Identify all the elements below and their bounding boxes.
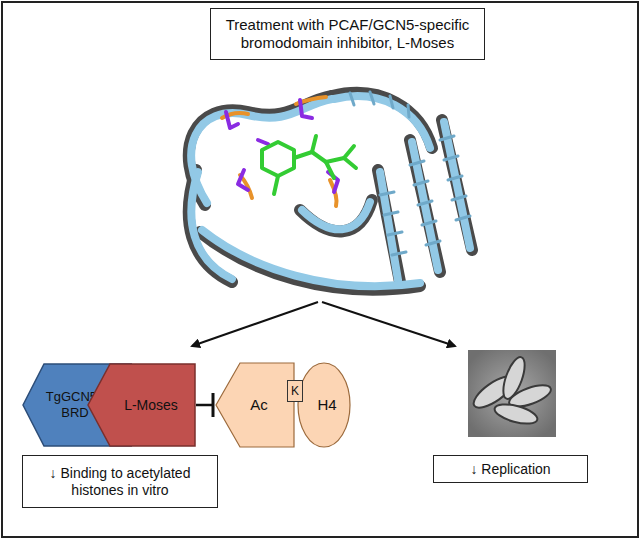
inhibition-connector — [196, 393, 213, 417]
histone-circle: H4 — [297, 362, 351, 448]
result-box: ↓ Binding to acetylated histones in vitr… — [22, 455, 218, 508]
node-label: Ac — [250, 396, 268, 414]
lysine-box: K — [287, 380, 303, 402]
node-label: Treatment with PCAF/GCN5-specific bromod… — [219, 16, 476, 52]
parasite-micrograph — [468, 350, 556, 437]
node-label: H4 — [317, 396, 336, 414]
node-label: K — [291, 384, 299, 398]
title-box: Treatment with PCAF/GCN5-specific bromod… — [210, 8, 485, 60]
result-box: ↓ Replication — [433, 455, 588, 483]
acetyl-shape: Ac — [215, 362, 295, 448]
node-label: ↓ Replication — [470, 461, 550, 478]
node-label: ↓ Binding to acetylated histones in vitr… — [31, 465, 209, 499]
node-label: L-Moses — [124, 397, 178, 414]
inhibitor-shape: L-Moses — [86, 363, 196, 447]
